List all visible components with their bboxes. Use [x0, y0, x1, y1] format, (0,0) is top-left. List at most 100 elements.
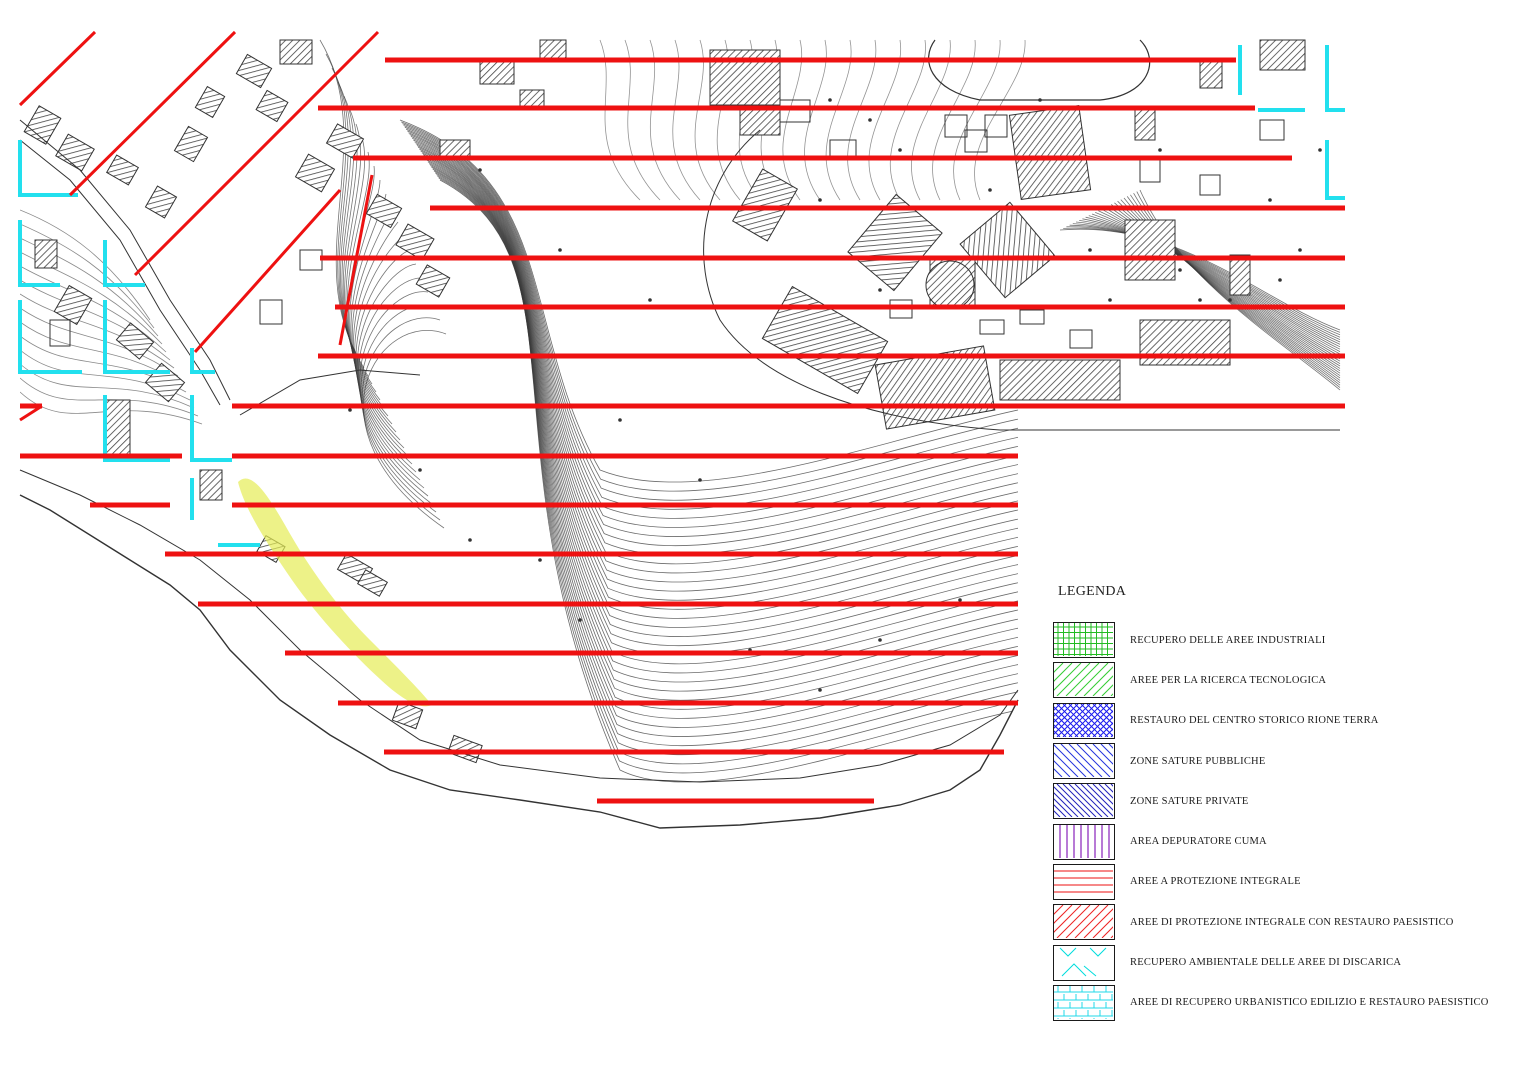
urban-recovery-bracket [103, 240, 145, 287]
legend-swatch-public [1053, 743, 1115, 780]
legend-label-industrial: RECUPERO DELLE AREE INDUSTRIALI [1130, 634, 1326, 646]
survey-point [1108, 298, 1112, 302]
contour-line [410, 135, 1019, 565]
contour-line [804, 39, 827, 201]
building [294, 153, 336, 193]
building [194, 85, 226, 119]
legend-item-private: ZONE SATURE PRIVATE [1053, 781, 1523, 821]
contour-line [403, 125, 1019, 510]
contour-line [1063, 227, 1341, 333]
urban-recovery-bracket [190, 395, 232, 462]
legend-swatch-private [1053, 783, 1115, 820]
survey-point [898, 148, 902, 152]
contour-line [353, 221, 413, 465]
survey-point [578, 618, 582, 622]
contour-line [356, 263, 425, 489]
integral-protection-overlay [20, 57, 1345, 804]
contour-line [355, 249, 421, 481]
building [1124, 219, 1176, 281]
legend-label-depuratore: AREA DEPURATORE CUMA [1130, 836, 1267, 848]
legend-swatch-research [1053, 662, 1115, 699]
legend-label-integral: AREE A PROTEZIONE INTEGRALE [1130, 876, 1301, 888]
contour-line [409, 134, 1019, 556]
legend-label-historic: RESTAURO DEL CENTRO STORICO RIONE TERRA [1130, 715, 1379, 727]
building [761, 285, 889, 395]
landscape-hatch-line [18, 30, 97, 107]
building-outline [299, 249, 323, 271]
contour-line [1069, 224, 1341, 338]
building [255, 89, 289, 123]
urban-recovery-bracket [1325, 45, 1345, 112]
contour-line [354, 235, 417, 473]
contour-line [359, 291, 433, 505]
coastline [19, 494, 1019, 829]
survey-point [558, 248, 562, 252]
survey-point [1278, 278, 1282, 282]
building [1259, 39, 1306, 71]
contour-line [413, 139, 1019, 583]
legend-title: LEGENDA [1058, 584, 1127, 599]
building [1008, 104, 1092, 201]
building [447, 734, 483, 764]
urban-recovery-bracket [18, 220, 60, 287]
survey-point [818, 198, 822, 202]
building [1229, 254, 1251, 296]
landscape-hatch-line [133, 30, 380, 277]
building [479, 59, 515, 85]
building [144, 185, 178, 219]
contour-line [868, 39, 902, 201]
building-outline [1069, 329, 1093, 349]
survey-point [818, 688, 822, 692]
survey-point [418, 468, 422, 472]
building [1199, 59, 1223, 89]
contour-line [825, 39, 852, 201]
building [415, 264, 451, 298]
contour-line [415, 143, 1019, 601]
building [325, 123, 365, 159]
building-outline [49, 319, 71, 347]
legend-swatch-integral [1053, 863, 1115, 900]
contour-line [1072, 223, 1341, 340]
building-outline [964, 129, 988, 153]
contour-line [1082, 218, 1341, 348]
building-outline [259, 299, 283, 325]
building [356, 569, 389, 597]
survey-point [1318, 148, 1322, 152]
building [199, 469, 223, 501]
building [55, 133, 95, 172]
urban-recovery-bracket [103, 300, 170, 374]
urban-recovery-overlay [18, 45, 1345, 547]
legend-label-landfill: RECUPERO AMBIENTALE DELLE AREE DI DISCAR… [1130, 957, 1402, 969]
road-ring [928, 39, 1151, 101]
contour-line [20, 223, 155, 329]
legend-swatch-urban [1053, 984, 1115, 1021]
building-outline [979, 319, 1005, 335]
legend-item-historic: RESTAURO DEL CENTRO STORICO RIONE TERRA [1053, 701, 1523, 741]
legend-swatch-industrial [1053, 622, 1115, 659]
building-outline [984, 114, 1008, 138]
survey-point [1268, 198, 1272, 202]
urban-recovery-bracket [18, 300, 82, 374]
building [115, 322, 155, 360]
landscape-hatch-line [68, 30, 237, 197]
building [847, 193, 943, 292]
urban-recovery-bracket [18, 140, 78, 197]
contour-line [408, 132, 1019, 546]
coastline-inner [19, 469, 1019, 783]
building [391, 700, 424, 730]
legend-label-research: AREE PER LA RICERCA TECNOLOGICA [1130, 674, 1327, 686]
building [539, 39, 567, 61]
building [144, 362, 186, 403]
contour-line [782, 39, 802, 201]
urban-recovery-bracket [1325, 140, 1345, 200]
survey-point [348, 408, 352, 412]
survey-point [878, 638, 882, 642]
contour-line [953, 39, 1001, 201]
survey-point [958, 598, 962, 602]
contour-line [20, 293, 175, 369]
contour-line [405, 128, 1019, 528]
legend-label-urban: AREE DI RECUPERO URBANISTICO EDILIZIO E … [1130, 997, 1489, 1009]
building-outline [1199, 174, 1221, 196]
legend-label-integral-landscape: AREE DI PROTEZIONE INTEGRALE CON RESTAUR… [1130, 916, 1454, 928]
